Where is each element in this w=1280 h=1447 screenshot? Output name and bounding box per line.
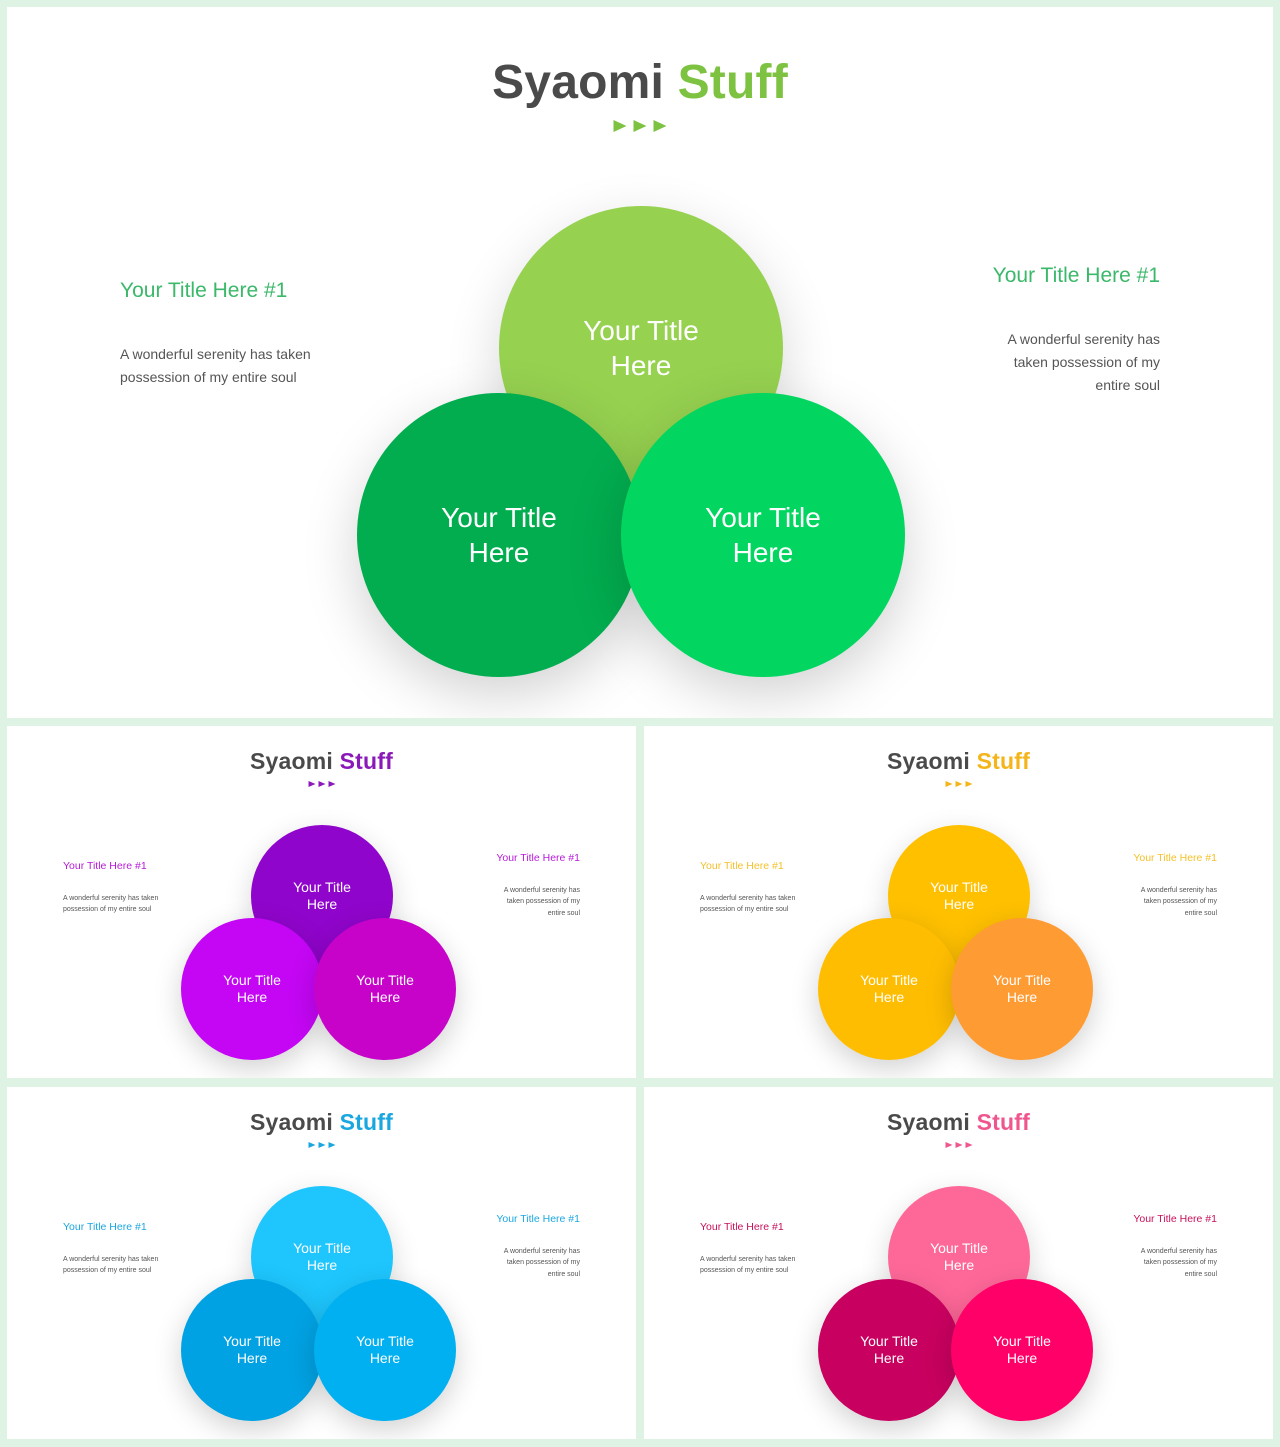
arrow-icon — [965, 1142, 972, 1148]
slide-title: Syaomi Stuff — [7, 55, 1273, 110]
accent-word: Stuff — [976, 748, 1030, 774]
arrow-icon — [318, 781, 325, 787]
arrow-icon — [318, 1142, 325, 1148]
brand-word: Syaomi — [887, 748, 971, 774]
left-side-title: Your Title Here #1 — [120, 279, 288, 302]
left-side-title: Your Title Here #1 — [700, 860, 784, 872]
slide-green: Syaomi Stuff Your Title Here #1 A wonder… — [7, 7, 1273, 718]
arrow-icon — [613, 120, 627, 132]
slide-purple: Syaomi Stuff Your Title Here #1 A wonder… — [7, 726, 636, 1078]
slide-title: Syaomi Stuff — [644, 748, 1273, 775]
slide-blue: Syaomi Stuff Your Title Here #1 A wonder… — [7, 1087, 636, 1439]
arrow-icon — [955, 781, 962, 787]
arrow-icon — [328, 781, 335, 787]
right-side-body: A wonderful serenity has taken possessio… — [1140, 887, 1217, 917]
slide-title: Syaomi Stuff — [7, 1109, 636, 1136]
left-side-title: Your Title Here #1 — [63, 1221, 147, 1233]
arrow-icon — [955, 1142, 962, 1148]
arrow-icon — [328, 1142, 335, 1148]
arrow-icon — [945, 781, 952, 787]
right-side-body: A wonderful serenity has taken possessio… — [1140, 1248, 1217, 1278]
arrow-icon — [965, 781, 972, 787]
triple-arrow-icon — [945, 1142, 972, 1148]
accent-word: Stuff — [339, 1109, 393, 1135]
brand-word: Syaomi — [492, 56, 665, 109]
brand-word: Syaomi — [250, 1109, 334, 1135]
left-side-title: Your Title Here #1 — [700, 1221, 784, 1233]
triple-arrow-icon — [308, 1142, 335, 1148]
arrow-icon — [308, 781, 315, 787]
right-side-title: Your Title Here #1 — [992, 264, 1160, 287]
left-side-body: A wonderful serenity has taken possessio… — [700, 895, 796, 914]
brand-word: Syaomi — [887, 1109, 971, 1135]
arrow-icon — [633, 120, 647, 132]
triple-arrow-icon — [308, 781, 335, 787]
left-side-body: A wonderful serenity has taken possessio… — [120, 346, 311, 385]
arrow-icon — [308, 1142, 315, 1148]
accent-word: Stuff — [339, 748, 393, 774]
slide-orange: Syaomi Stuff Your Title Here #1 A wonder… — [644, 726, 1273, 1078]
right-side-body: A wonderful serenity has taken possessio… — [503, 1248, 580, 1278]
accent-word: Stuff — [976, 1109, 1030, 1135]
slide-title: Syaomi Stuff — [7, 748, 636, 775]
slide-title: Syaomi Stuff — [644, 1109, 1273, 1136]
triple-arrow-icon — [613, 120, 667, 132]
accent-word: Stuff — [677, 56, 788, 109]
left-side-body: A wonderful serenity has taken possessio… — [63, 1256, 159, 1275]
right-side-title: Your Title Here #1 — [496, 1213, 580, 1225]
right-side-title: Your Title Here #1 — [1133, 1213, 1217, 1225]
brand-word: Syaomi — [250, 748, 334, 774]
arrow-icon — [945, 1142, 952, 1148]
right-side-body: A wonderful serenity has taken possessio… — [503, 887, 580, 917]
left-side-body: A wonderful serenity has taken possessio… — [63, 895, 159, 914]
arrow-icon — [653, 120, 667, 132]
left-side-title: Your Title Here #1 — [63, 860, 147, 872]
triple-arrow-icon — [945, 781, 972, 787]
right-side-body: A wonderful serenity has taken possessio… — [1007, 331, 1160, 393]
right-side-title: Your Title Here #1 — [1133, 852, 1217, 864]
left-side-body: A wonderful serenity has taken possessio… — [700, 1256, 796, 1275]
slide-pink: Syaomi Stuff Your Title Here #1 A wonder… — [644, 1087, 1273, 1439]
right-side-title: Your Title Here #1 — [496, 852, 580, 864]
